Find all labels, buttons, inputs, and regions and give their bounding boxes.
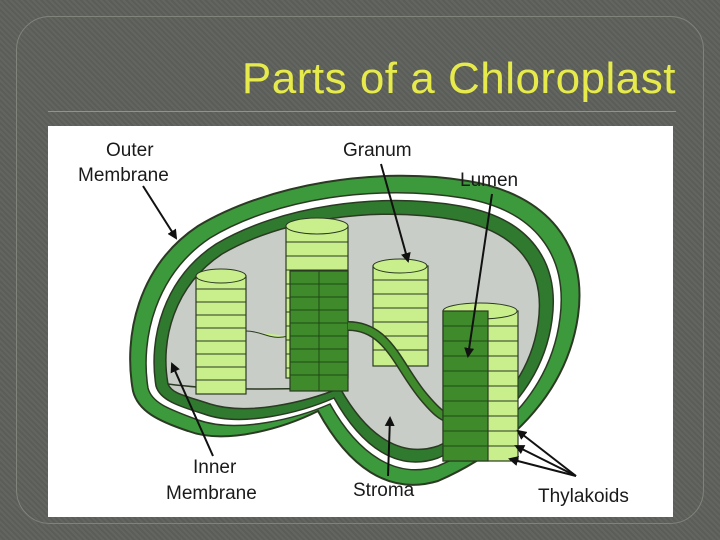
label-arrows xyxy=(142,163,577,477)
stroma-lamella-dark-fill xyxy=(347,322,450,422)
granum-back-right xyxy=(372,258,429,367)
arrow-lumen xyxy=(464,193,493,358)
arrow-thylakoids-1 xyxy=(516,429,577,477)
arrow-thylakoids-3 xyxy=(508,456,577,477)
arrow-outer-membrane xyxy=(142,185,178,240)
title-underline xyxy=(48,111,676,112)
stroma-lamella-left xyxy=(245,330,289,338)
label-outer-membrane-line1: Outer xyxy=(106,140,154,161)
granum-cut-center xyxy=(289,270,349,392)
arrow-stroma xyxy=(384,416,395,477)
arrow-thylakoids-2 xyxy=(514,445,577,477)
granum-front-right xyxy=(442,302,519,462)
label-inner-membrane-line2: Membrane xyxy=(166,483,257,504)
label-stroma: Stroma xyxy=(353,480,415,501)
granum-left xyxy=(195,268,247,395)
label-lumen: Lumen xyxy=(460,170,518,191)
label-granum: Granum xyxy=(343,140,412,161)
label-thylakoids: Thylakoids xyxy=(538,486,629,507)
slide-title: Parts of a Chloroplast xyxy=(241,54,676,103)
slide-frame xyxy=(16,16,704,524)
arrow-inner-membrane xyxy=(170,362,214,457)
chloroplast-diagram-panel: Outer Membrane Granum Lumen Inner Membra… xyxy=(48,126,673,517)
chloroplast-diagram: Outer Membrane Granum Lumen Inner Membra… xyxy=(78,140,629,507)
arrow-granum xyxy=(380,163,411,263)
label-inner-membrane-line1: Inner xyxy=(193,457,237,478)
label-outer-membrane-line2: Membrane xyxy=(78,165,169,186)
